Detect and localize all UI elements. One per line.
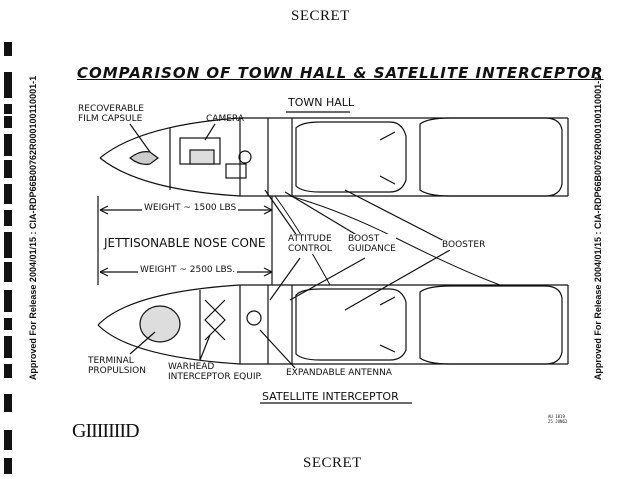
label-town-hall: TOWN HALL bbox=[288, 96, 355, 109]
classification-top: SECRET bbox=[291, 8, 350, 24]
label-warhead: WARHEAD INTERCEPTOR EQUIP. bbox=[168, 362, 263, 382]
label-booster: BOOSTER bbox=[442, 240, 486, 250]
satellite-interceptor-rocket bbox=[97, 284, 569, 365]
binding-marks bbox=[4, 0, 14, 479]
classification-bottom: SECRET bbox=[303, 455, 362, 471]
label-attitude-control: ATTITUDE CONTROL bbox=[288, 234, 332, 254]
label-weight-top: WEIGHT ~ 1500 LBS bbox=[142, 203, 239, 213]
label-recoverable-capsule: RECOVERABLE FILM CAPSULE bbox=[78, 104, 144, 124]
document-logo: GIIIIIIID bbox=[72, 420, 140, 442]
label-satellite-interceptor: SATELLITE INTERCEPTOR bbox=[262, 390, 399, 403]
label-terminal-propulsion: TERMINAL PROPULSION bbox=[88, 356, 146, 376]
label-camera: CAMERA bbox=[206, 114, 244, 124]
label-boost-guidance: BOOST GUIDANCE bbox=[348, 234, 396, 254]
document-stamp: AU 1819 25 JUN62 bbox=[548, 414, 568, 424]
label-weight-bottom: WEIGHT ~ 2500 LBS. bbox=[138, 265, 238, 275]
label-expandable-antenna: EXPANDABLE ANTENNA bbox=[286, 368, 392, 378]
town-hall-rocket bbox=[99, 117, 569, 197]
label-nose-cone: JETTISONABLE NOSE CONE bbox=[104, 236, 266, 250]
page-title: COMPARISON OF TOWN HALL & SATELLITE INTE… bbox=[77, 64, 604, 82]
